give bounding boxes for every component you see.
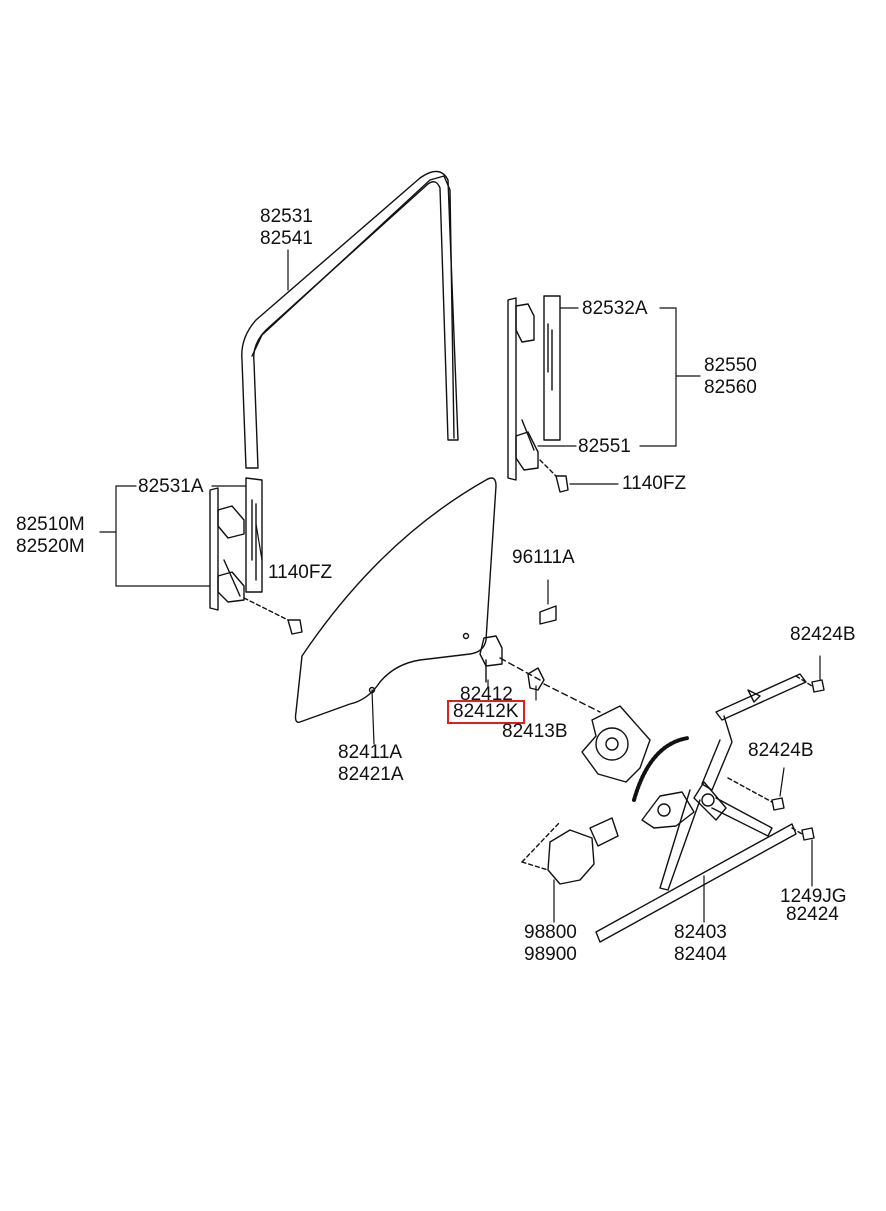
bolt-1140fz-top [539,459,569,493]
label-82510m: 82510M [16,514,85,535]
bracket-82412 [479,635,541,683]
regulator-arms [595,673,807,943]
label-96111a: 96111A [512,547,575,568]
label-1249jg: 1249JG [780,886,847,907]
label-82424: 82424 [786,904,839,925]
label-82412k-highlighted[interactable]: 82412K [447,700,525,724]
glass-run-channel [241,170,459,469]
label-82412: 82412 [460,684,513,705]
label-82531a: 82531A [138,476,204,497]
label-1140fz-left: 1140FZ [268,562,333,583]
label-82531: 82531 [260,206,313,227]
label-98800: 98800 [524,922,577,943]
rear-channel-assembly [507,295,561,481]
clip-96111a [539,605,557,625]
label-1140fz-top: 1140FZ [622,473,687,494]
front-channel-assembly [209,477,263,611]
leader-lines [99,249,821,923]
screw-82424b-top [795,675,825,693]
label-82404: 82404 [674,944,727,965]
label-82532a: 82532A [582,298,648,319]
label-98900: 98900 [524,944,577,965]
label-82424b-mid: 82424B [748,740,814,761]
regulator-plate [581,705,651,783]
label-82421a: 82421A [338,764,404,785]
label-82560: 82560 [704,377,757,398]
label-82424b-top: 82424B [790,624,856,645]
label-82551: 82551 [578,436,631,457]
window-motor [521,817,619,885]
screw-1249jg [791,827,815,841]
part-82413b [527,667,545,691]
label-82411a: 82411A [338,742,403,763]
label-82541: 82541 [260,228,313,249]
label-82403: 82403 [674,922,727,943]
sector-gear [632,736,695,829]
bolt-1140fz-left [243,597,303,635]
label-82550: 82550 [704,355,757,376]
label-82520m: 82520M [16,536,85,557]
screw-82424b-mid [727,777,785,811]
label-82413b: 82413B [502,721,568,742]
